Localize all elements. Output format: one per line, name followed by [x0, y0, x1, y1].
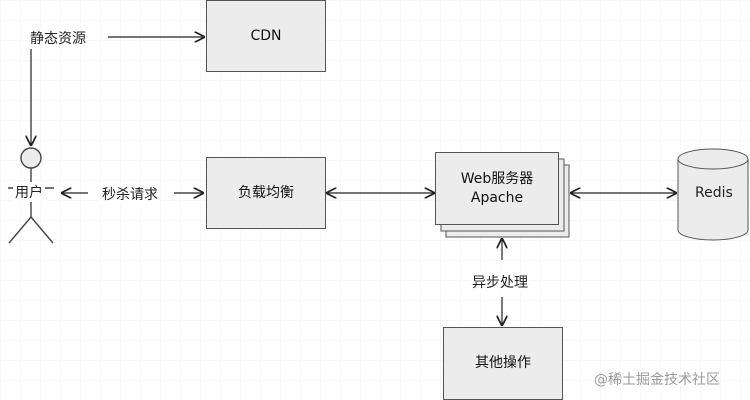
seckill-request-label: 秒杀请求	[100, 184, 160, 204]
async-processing-label: 异步处理	[470, 272, 530, 292]
web-server-sublabel: Apache	[470, 189, 524, 206]
user-label: 用户	[13, 182, 45, 202]
cdn-label: CDN	[250, 27, 282, 44]
web-server-box: Web服务器 Apache	[435, 152, 559, 225]
other-operations-label: 其他操作	[475, 355, 531, 372]
redis-label: Redis	[695, 185, 733, 201]
load-balancer-label: 负载均衡	[238, 184, 294, 201]
other-operations-box: 其他操作	[443, 327, 563, 400]
cdn-box: CDN	[206, 0, 326, 72]
load-balancer-box: 负载均衡	[206, 157, 326, 229]
watermark-text: @稀土掘金技术社区	[594, 372, 720, 388]
redis-cylinder-shape	[677, 148, 749, 241]
web-server-label: Web服务器	[460, 170, 534, 187]
static-resources-label: 静态资源	[28, 28, 88, 48]
